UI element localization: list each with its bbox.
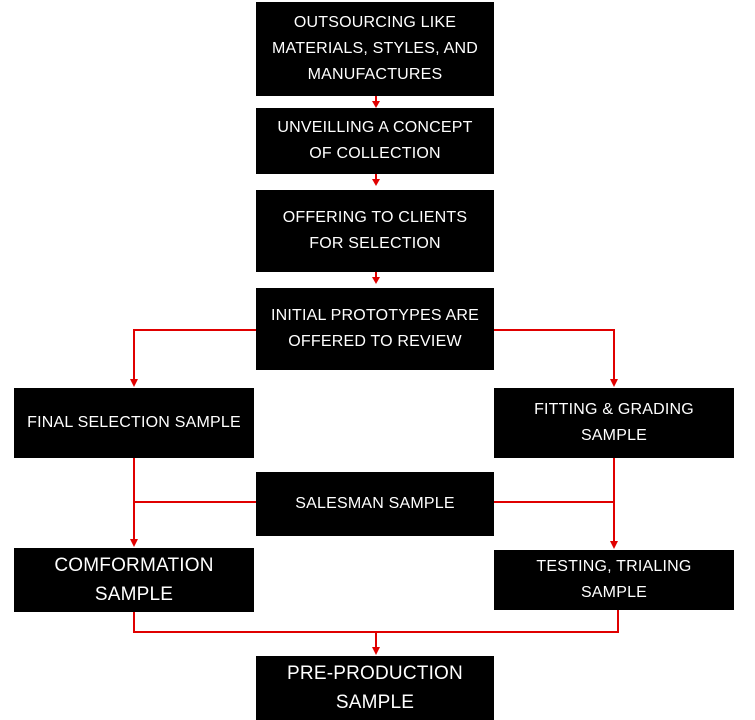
arrowhead-prototypes: [372, 277, 380, 284]
node-label: INITIAL PROTOTYPES ARE OFFERED TO REVIEW: [270, 307, 479, 350]
node-label: OFFERING TO CLIENTS FOR SELECTION: [282, 209, 468, 252]
arrowhead-concept: [372, 101, 380, 108]
node-label: FINAL SELECTION SAMPLE: [27, 414, 241, 431]
connector-testing-merge: [376, 610, 619, 633]
node-testing: TESTING, TRIALING SAMPLE: [494, 550, 734, 610]
node-offering: OFFERING TO CLIENTS FOR SELECTION: [256, 190, 494, 272]
node-label: TESTING, TRIALING SAMPLE: [536, 558, 692, 601]
node-final-selection: FINAL SELECTION SAMPLE: [14, 388, 254, 458]
node-concept: UNVEILLING A CONCEPT OF COLLECTION: [256, 108, 494, 174]
node-label: COMFORMATION SAMPLE: [54, 555, 214, 605]
node-label: UNVEILLING A CONCEPT OF COLLECTION: [277, 119, 473, 162]
node-label: PRE-PRODUCTION SAMPLE: [287, 663, 463, 713]
node-comformation: COMFORMATION SAMPLE: [14, 548, 254, 612]
node-preproduction: PRE-PRODUCTION SAMPLE: [256, 656, 494, 720]
arrowhead-preproduction: [372, 647, 380, 655]
arrowhead-offering: [372, 179, 380, 186]
connector-prototypes-fitting-grading: [494, 329, 615, 380]
node-fitting-grading: FITTING & GRADING SAMPLE: [494, 388, 734, 458]
node-label: FITTING & GRADING SAMPLE: [534, 401, 694, 444]
node-label: SALESMAN SAMPLE: [295, 495, 455, 512]
node-outsourcing: OUTSOURCING LIKE MATERIALS, STYLES, AND …: [256, 2, 494, 96]
connector-prototypes-final-selection: [133, 329, 256, 380]
connector-comformation-merge: [133, 612, 376, 633]
arrowhead-comformation: [130, 539, 138, 547]
arrowhead-fitting-grading: [610, 379, 618, 387]
node-salesman: SALESMAN SAMPLE: [256, 472, 494, 536]
node-label: OUTSOURCING LIKE MATERIALS, STYLES, AND …: [272, 14, 478, 83]
node-prototypes: INITIAL PROTOTYPES ARE OFFERED TO REVIEW: [256, 288, 494, 370]
arrowhead-final-selection: [130, 379, 138, 387]
arrowhead-testing: [610, 541, 618, 549]
